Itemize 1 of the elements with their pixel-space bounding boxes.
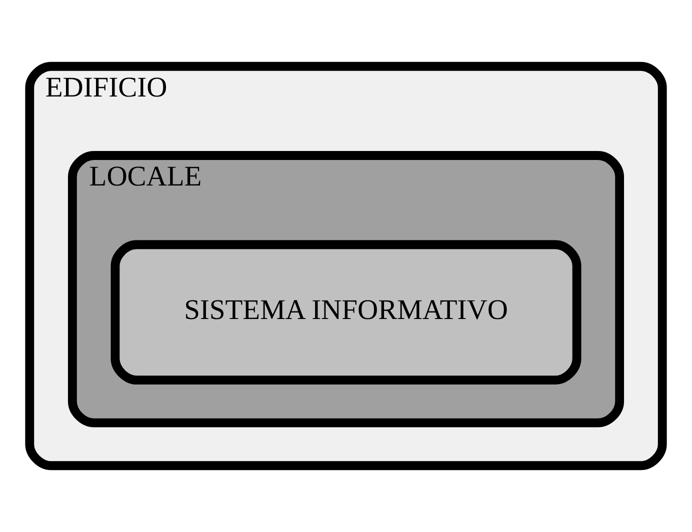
node-box: SISTEMA INFORMATIVO [110, 240, 582, 385]
